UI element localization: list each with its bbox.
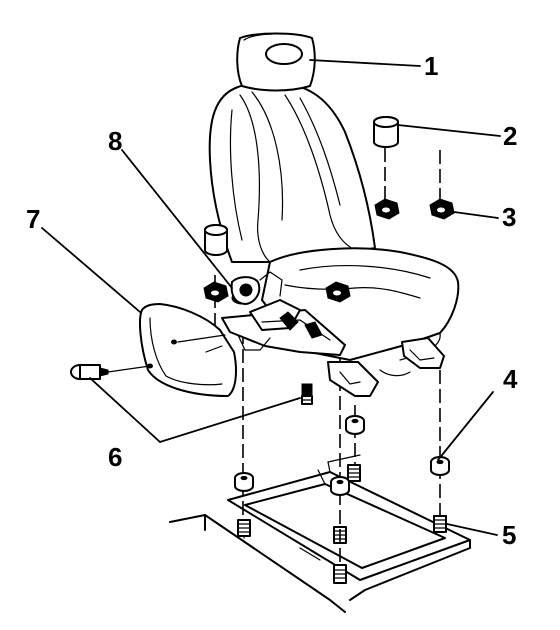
callout-labels: 1 2 3 4 5 6 7 8 <box>26 51 518 550</box>
leader-lines <box>41 59 501 536</box>
callout-3: 3 <box>502 202 516 232</box>
callout-1: 1 <box>424 51 438 81</box>
headrest <box>236 32 316 92</box>
nut-front-center <box>325 281 351 303</box>
seat-back <box>208 81 376 263</box>
callout-2: 2 <box>503 121 517 151</box>
spacers <box>234 415 450 496</box>
side-trim-panel <box>139 303 237 397</box>
callout-7: 7 <box>26 204 40 234</box>
seat-frame <box>221 271 445 397</box>
callout-6: 6 <box>108 442 122 472</box>
floor-stud-front-center <box>333 564 347 584</box>
screw <box>70 364 151 380</box>
seat-nuts <box>203 198 455 303</box>
floor-stud-left-rear <box>237 519 251 539</box>
nut-rear-right <box>429 198 455 220</box>
cap-front <box>204 224 228 256</box>
nut-rear-left <box>374 198 400 220</box>
floor-pan <box>169 454 471 613</box>
floor-stud-mid-rear <box>347 464 361 482</box>
spacer-center-lower <box>330 476 350 496</box>
spacer-left-lower <box>234 472 254 492</box>
floor-stud-right <box>433 515 447 533</box>
seat-caps <box>204 116 399 256</box>
callout-8: 8 <box>108 126 122 156</box>
spacer-right <box>430 456 450 476</box>
seat-bolt <box>301 383 313 405</box>
callout-4: 4 <box>503 364 518 394</box>
callout-5: 5 <box>502 520 516 550</box>
cap-rear <box>373 116 399 148</box>
spacer-mid <box>345 415 365 435</box>
nut-front-left <box>203 281 229 303</box>
floor-studs <box>237 464 447 584</box>
